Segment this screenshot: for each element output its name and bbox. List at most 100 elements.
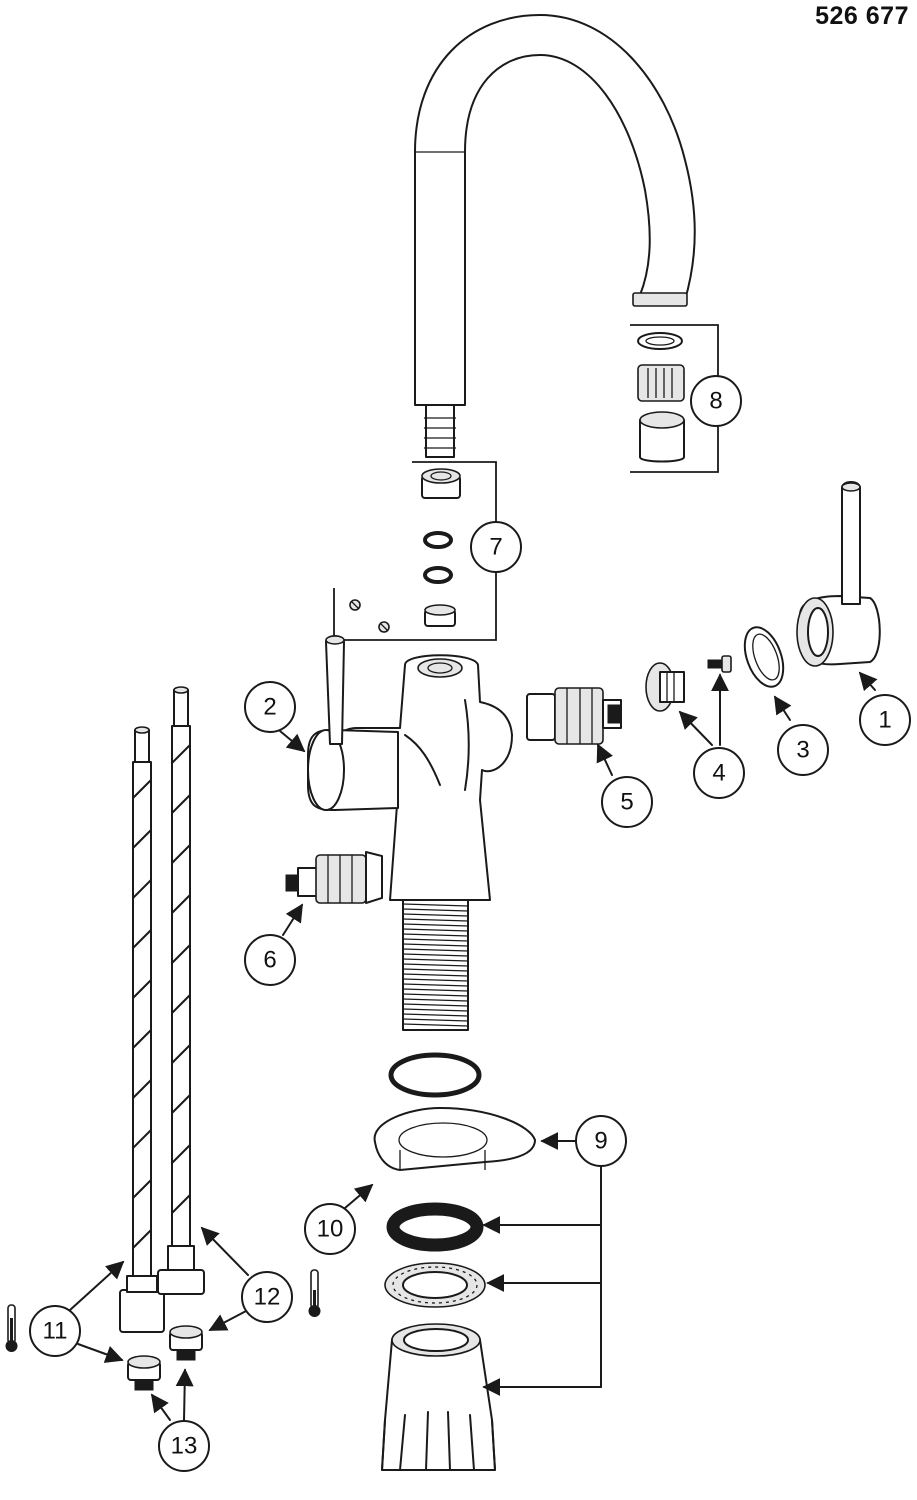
rubber-seal bbox=[386, 1202, 484, 1252]
hose-braid-mark bbox=[132, 779, 152, 799]
aerator-housing bbox=[639, 411, 685, 463]
shank-thread-line bbox=[402, 998, 469, 1002]
thermometer-icon bbox=[308, 1269, 321, 1317]
connector-set bbox=[333, 461, 497, 641]
hose-braid-mark bbox=[132, 979, 152, 999]
spout bbox=[414, 14, 696, 458]
hose-braid-mark bbox=[171, 944, 191, 964]
hose-braid-mark bbox=[171, 1194, 191, 1214]
threaded-shank bbox=[402, 899, 469, 1031]
base-plate bbox=[373, 1107, 536, 1171]
callout-8: 8 bbox=[690, 375, 742, 427]
callout-4: 4 bbox=[693, 747, 745, 799]
shank-thread-line bbox=[402, 963, 469, 967]
svg-text:2: 2 bbox=[263, 694, 276, 721]
hose-braid-mark bbox=[132, 1029, 152, 1049]
reducing-nut-13 bbox=[127, 1355, 161, 1391]
shank-thread-line bbox=[402, 1013, 469, 1017]
hose-braid-mark bbox=[132, 1079, 152, 1099]
svg-text:12: 12 bbox=[254, 1284, 281, 1311]
hose-braid-mark bbox=[171, 844, 191, 864]
svg-text:1: 1 bbox=[878, 707, 891, 734]
shank-thread-line bbox=[402, 913, 469, 917]
svg-text:11: 11 bbox=[43, 1318, 68, 1345]
shank-thread-line bbox=[402, 1003, 469, 1007]
hose-braid-mark bbox=[171, 1094, 191, 1114]
callout-11: 11 bbox=[29, 1305, 81, 1357]
thermometer-icon bbox=[5, 1304, 18, 1352]
shank-thread-line bbox=[402, 988, 469, 992]
svg-text:9: 9 bbox=[594, 1128, 607, 1155]
callout-5: 5 bbox=[601, 776, 653, 828]
svg-text:13: 13 bbox=[171, 1433, 198, 1460]
svg-text:4: 4 bbox=[712, 760, 725, 787]
hose-braid-mark bbox=[171, 1044, 191, 1064]
hose-braid-mark bbox=[171, 1144, 191, 1164]
shank-thread-line bbox=[402, 933, 469, 937]
cartridge-left bbox=[285, 851, 383, 904]
shank-thread-line bbox=[402, 993, 469, 997]
union-nut bbox=[421, 468, 461, 499]
lock-washer bbox=[384, 1262, 486, 1308]
shank-thread-line bbox=[402, 918, 469, 922]
svg-text:3: 3 bbox=[796, 737, 809, 764]
shank-thread-line bbox=[402, 923, 469, 927]
shank-thread-line bbox=[402, 948, 469, 952]
callout-3: 3 bbox=[777, 724, 829, 776]
part-number: 526 677 bbox=[815, 2, 909, 30]
hose-braid-mark bbox=[171, 894, 191, 914]
hose-braid-mark bbox=[132, 1129, 152, 1149]
shank-thread-line bbox=[402, 958, 469, 962]
callout-1: 1 bbox=[859, 694, 911, 746]
callout-9: 9 bbox=[575, 1115, 627, 1167]
flexible-hose-right bbox=[157, 686, 205, 1295]
shank-thread-line bbox=[402, 1023, 469, 1027]
retaining-nut bbox=[645, 662, 685, 712]
cartridge-right bbox=[526, 687, 622, 745]
shank-thread-line bbox=[402, 973, 469, 977]
callout-10: 10 bbox=[304, 1203, 356, 1255]
lever-handle-left bbox=[307, 635, 399, 811]
hose-braid-mark bbox=[171, 794, 191, 814]
svg-text:7: 7 bbox=[489, 534, 502, 561]
shank-thread-line bbox=[402, 953, 469, 957]
o-ring bbox=[388, 1052, 482, 1098]
callout-2: 2 bbox=[244, 681, 296, 733]
spout-thread bbox=[424, 404, 456, 458]
shank-thread-line bbox=[402, 928, 469, 932]
svg-text:6: 6 bbox=[263, 947, 276, 974]
grub-screw bbox=[707, 655, 732, 673]
trim-ring bbox=[743, 626, 785, 688]
svg-text:8: 8 bbox=[709, 388, 722, 415]
reducing-nut-12 bbox=[169, 1325, 203, 1361]
flexible-hose-left bbox=[119, 726, 165, 1333]
aerator-set bbox=[630, 324, 719, 473]
hose-braid-mark bbox=[132, 1229, 152, 1249]
svg-text:5: 5 bbox=[620, 789, 633, 816]
callout-7: 7 bbox=[470, 521, 522, 573]
hose-braid-mark bbox=[132, 1179, 152, 1199]
shank-thread-line bbox=[402, 903, 469, 907]
leader-lines bbox=[69, 671, 878, 1421]
shank-thread-line bbox=[402, 983, 469, 987]
hose-braid-mark bbox=[132, 829, 152, 849]
shank-thread-line bbox=[402, 1008, 469, 1012]
hose-braid-mark bbox=[132, 929, 152, 949]
shank-thread-line bbox=[402, 968, 469, 972]
shank-thread-line bbox=[402, 978, 469, 982]
hose-braid-mark bbox=[132, 879, 152, 899]
thread-adapter bbox=[424, 604, 456, 627]
hose-braid-mark bbox=[171, 744, 191, 764]
svg-text:10: 10 bbox=[317, 1216, 344, 1243]
shank-thread-line bbox=[402, 943, 469, 947]
shank-thread-line bbox=[402, 1018, 469, 1022]
callout-13: 13 bbox=[158, 1420, 210, 1472]
aerator-insert bbox=[637, 364, 685, 402]
shank-thread-line bbox=[402, 908, 469, 912]
mounting-nut bbox=[381, 1323, 496, 1471]
shank-thread-line bbox=[402, 938, 469, 942]
lever-handle-right bbox=[796, 481, 881, 667]
hose-braid-mark bbox=[171, 994, 191, 1014]
callout-12: 12 bbox=[241, 1271, 293, 1323]
